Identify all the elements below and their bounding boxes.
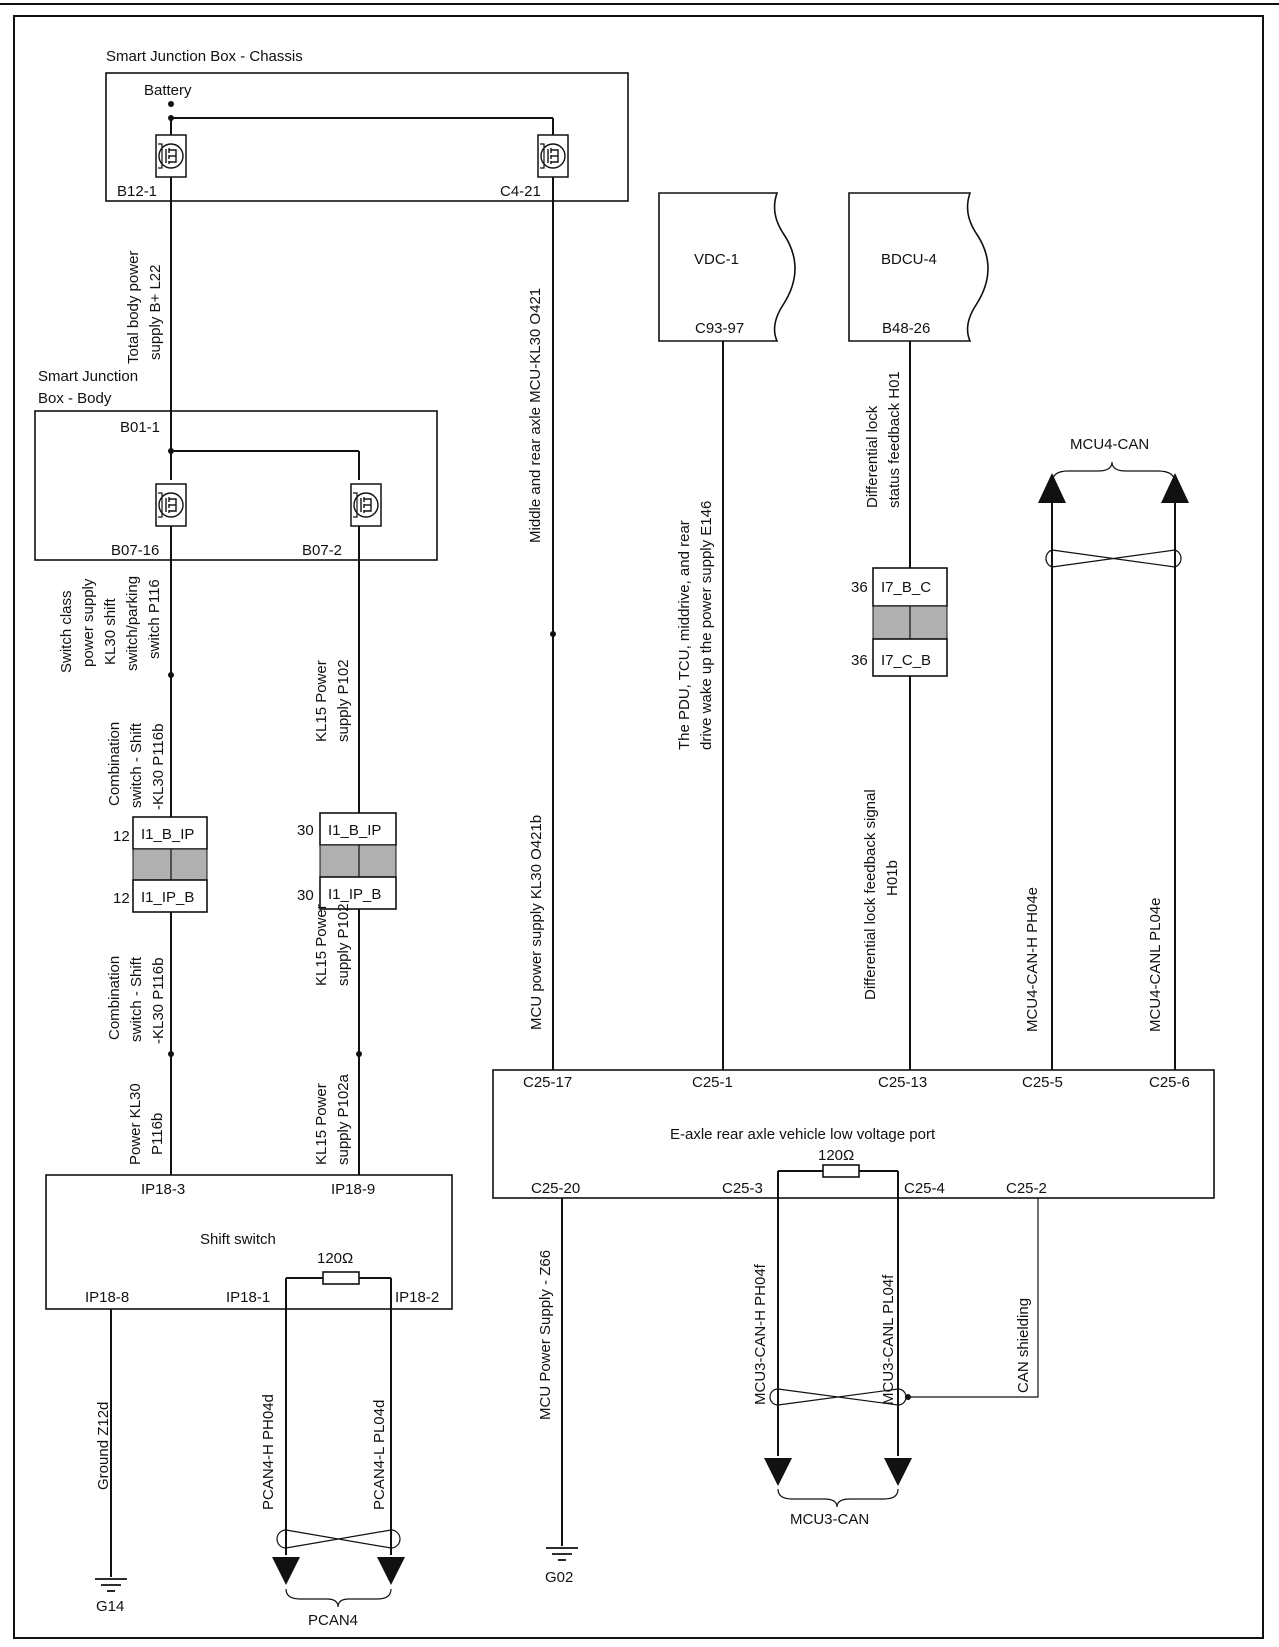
sjb-body-title-1: Smart Junction [38,368,138,385]
pin-b48-26: B48-26 [882,320,930,337]
resistor-icon [322,1271,360,1285]
connector-i7: 36 I7_B_C I7_C_B 36 [851,567,948,677]
fuse-icon [350,483,382,527]
connector-pin: 36 [851,652,868,669]
bus-mcu3-label: MCU3-CAN [790,1511,869,1528]
shift-switch-title: Shift switch [200,1231,276,1248]
pin-b07-16: B07-16 [111,542,159,559]
sjb-body-title-2: Box - Body [38,390,112,407]
wire-pl04d-label: PCAN4-L PL04d [371,1400,388,1510]
wire-z12d-label: Ground Z12d [95,1402,112,1490]
wire-pl04e-label: MCU4-CANL PL04e [1147,898,1164,1033]
ground-g02-label: G02 [545,1569,573,1586]
pin-b07-2: B07-2 [302,542,342,559]
wire-shield-label: CAN shielding [1015,1298,1032,1393]
shift-switch-module: IP18-3 IP18-9 Shift switch 120Ω IP18-8 I… [45,1174,453,1310]
pin-ip18-9: IP18-9 [331,1181,375,1198]
bus-pcan4-label: PCAN4 [308,1612,358,1629]
fuse-icon [155,134,187,178]
connector-i1-left: 12 I1_B_IP I1_IP_B 12 [113,816,208,913]
wire-z66-label: MCU Power Supply - Z66 [537,1250,554,1420]
bdcu-title: BDCU-4 [881,251,937,268]
connector-bottom-label: I1_IP_B [328,886,381,903]
bus-brace-icon [777,1488,899,1508]
sjb-chassis-title: Smart Junction Box - Chassis [106,48,303,65]
pin-b01-1: B01-1 [120,419,160,436]
connector-pin: 12 [113,890,130,907]
ground-icon [545,1547,579,1561]
eaxle-resistor-value: 120Ω [818,1147,854,1164]
pin-c25-2: C25-2 [1006,1180,1047,1197]
pin-ip18-2: IP18-2 [395,1289,439,1306]
connector-bottom-label: I1_IP_B [141,889,194,906]
arrow-up-icon [1161,473,1189,503]
wire-pl04f-label: MCU3-CANL PL04f [880,1274,897,1405]
pin-c4-21: C4-21 [500,183,541,200]
fuse-icon [155,483,187,527]
eaxle-module: C25-17 C25-1 C25-13 C25-5 C25-6 E-axle r… [492,1069,1215,1199]
resistor-icon [822,1164,860,1178]
bus-brace-icon [285,1588,392,1608]
pin-ip18-3: IP18-3 [141,1181,185,1198]
eaxle-title: E-axle rear axle vehicle low voltage por… [670,1126,936,1143]
wire-ph04e-label: MCU4-CAN-H PH04e [1024,887,1041,1032]
pin-c25-3: C25-3 [722,1180,763,1197]
battery-label: Battery [144,82,192,99]
pin-c25-5: C25-5 [1022,1074,1063,1091]
pin-c25-13: C25-13 [878,1074,927,1091]
wire-ph04f-label: MCU3-CAN-H PH04f [752,1263,769,1405]
vdc-module: VDC-1 C93-97 [658,192,796,342]
sjb-body-module: Smart Junction Box - Body B01-1 B07-16 B… [34,368,438,561]
arrow-down-icon [764,1458,792,1486]
pin-ip18-8: IP18-8 [85,1289,129,1306]
pin-c25-4: C25-4 [904,1180,945,1197]
connector-pin: 30 [297,887,314,904]
bus-brace-icon [1051,461,1176,484]
vdc-title: VDC-1 [694,251,739,268]
connector-pin: 36 [851,579,868,596]
connector-pin: 12 [113,828,130,845]
pin-b12-1: B12-1 [117,183,157,200]
arrow-down-icon [272,1557,300,1585]
pin-c25-20: C25-20 [531,1180,580,1197]
wire-o421b-label: MCU power supply KL30 O421b [528,815,545,1030]
connector-top-label: I1_B_IP [141,826,194,843]
pin-c25-6: C25-6 [1149,1074,1190,1091]
connector-i1-right: 30 I1_B_IP I1_IP_B 30 [297,812,397,910]
connector-pin: 30 [297,822,314,839]
pin-c25-1: C25-1 [692,1074,733,1091]
arrow-down-icon [884,1458,912,1486]
ground-icon [94,1578,128,1592]
wire-o421-label: Middle and rear axle MCU-KL30 O421 [527,288,544,543]
arrow-down-icon [377,1557,405,1585]
sjb-chassis-module: Smart Junction Box - Chassis Battery B12… [105,48,629,202]
bdcu-module: BDCU-4 B48-26 [848,192,989,342]
connector-top-label: I7_B_C [881,579,931,596]
wire-ph04d-label: PCAN4-H PH04d [260,1394,277,1510]
pin-c93-97: C93-97 [695,320,744,337]
connector-top-label: I1_B_IP [328,822,381,839]
connector-bottom-label: I7_C_B [881,652,931,669]
ground-g14-label: G14 [96,1598,124,1615]
pin-ip18-1: IP18-1 [226,1289,270,1306]
fuse-icon [537,134,569,178]
arrow-up-icon [1038,473,1066,503]
shift-resistor-value: 120Ω [317,1250,353,1267]
pin-c25-17: C25-17 [523,1074,572,1091]
bus-mcu4-label: MCU4-CAN [1070,436,1149,453]
